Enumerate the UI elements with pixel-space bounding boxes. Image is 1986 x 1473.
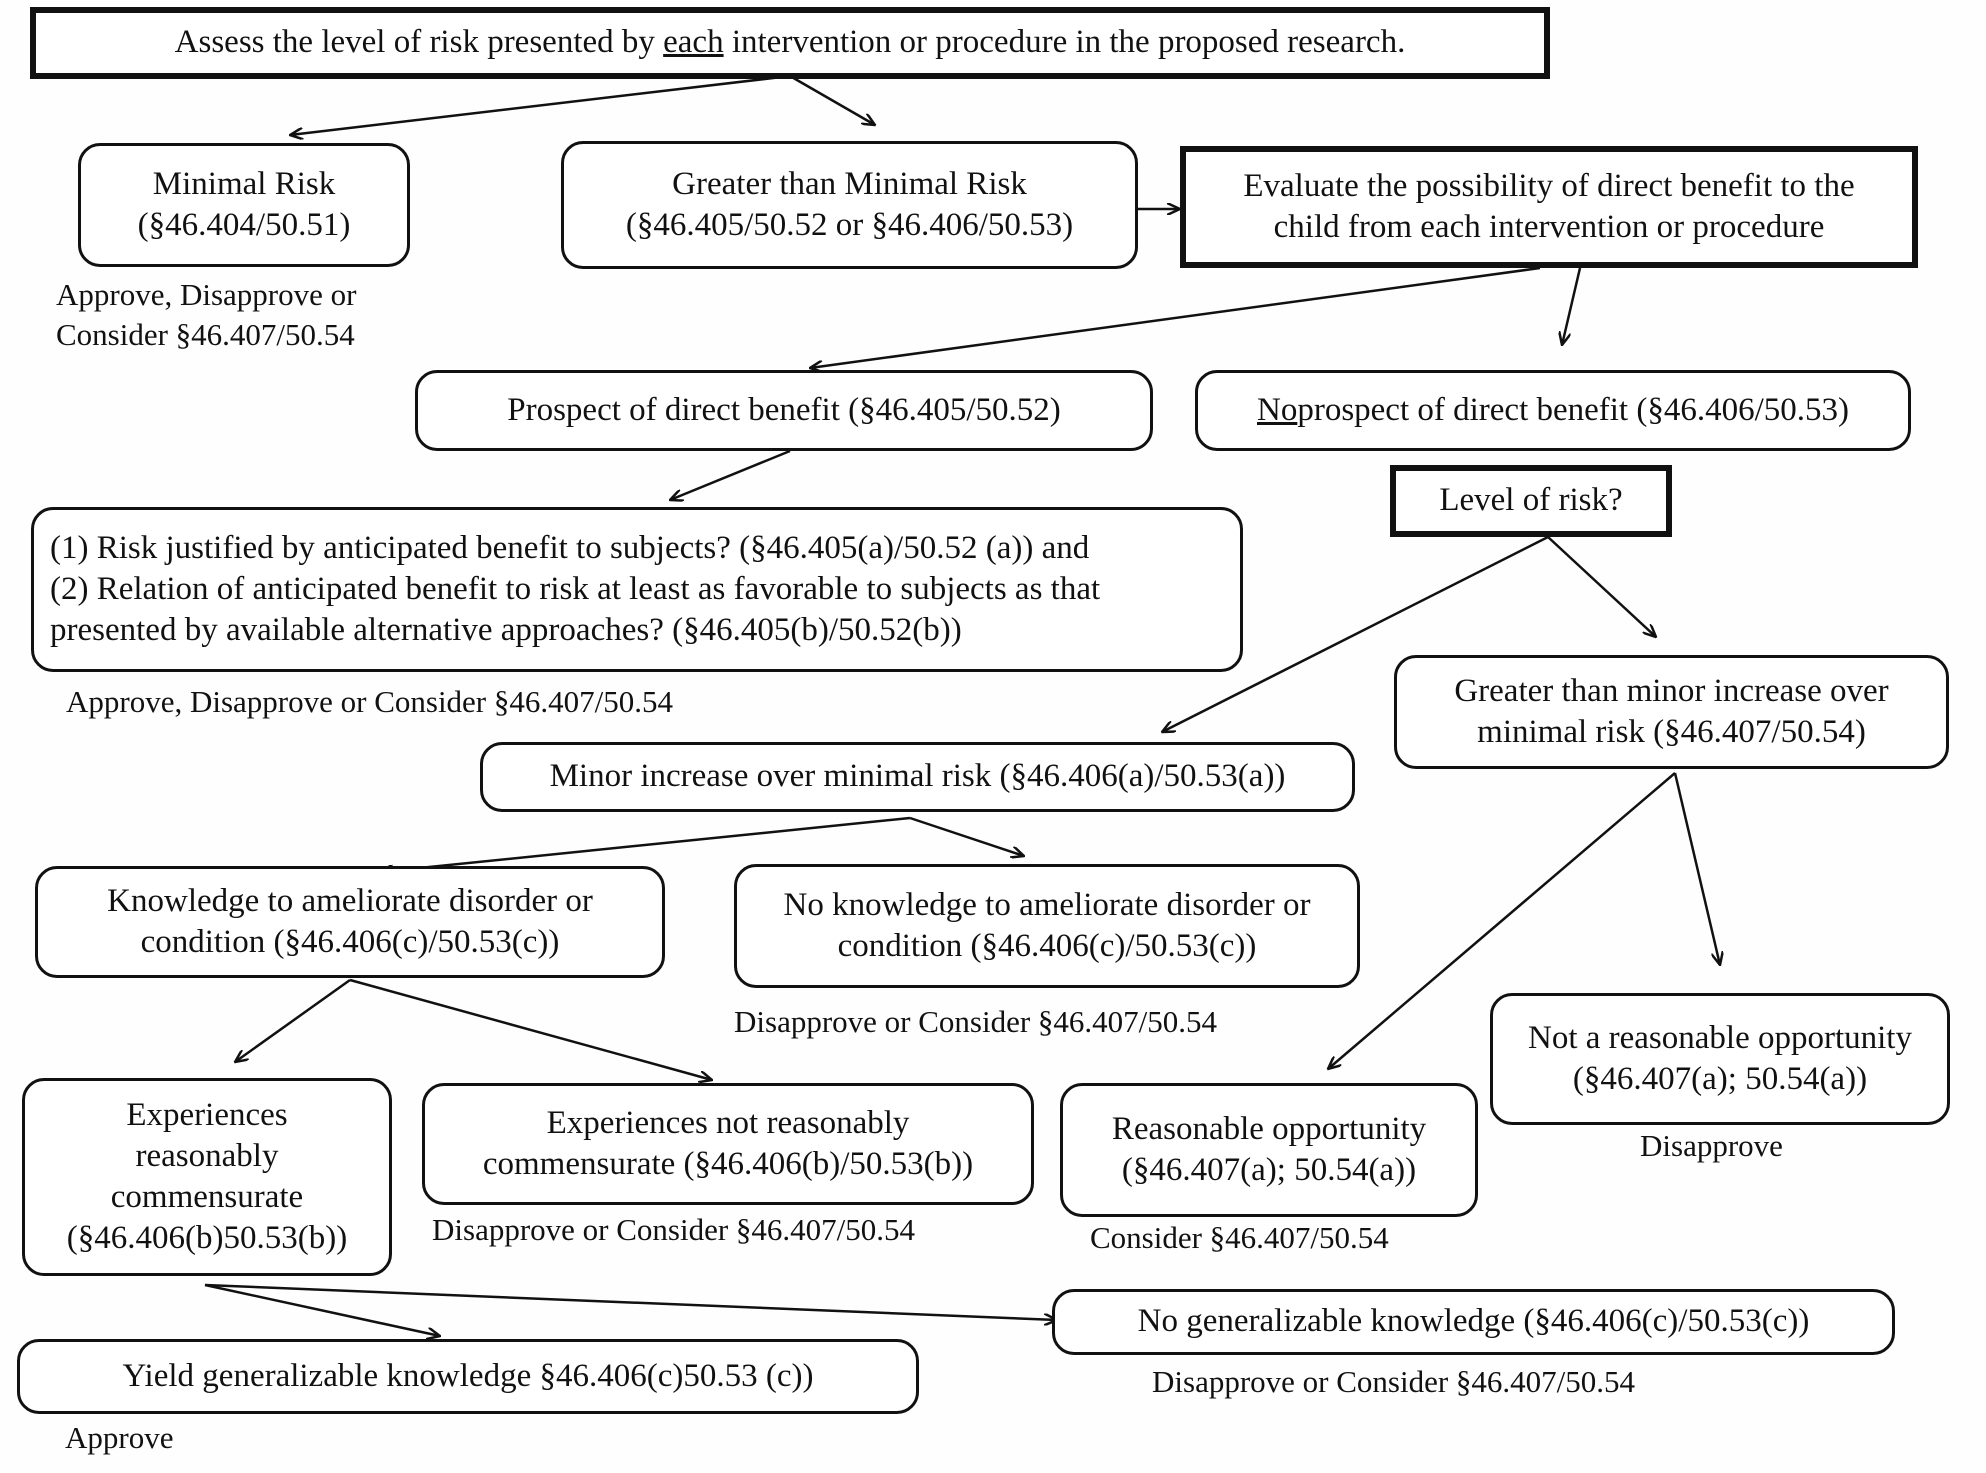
arrow-evaluate-to-no-prospect	[1562, 267, 1582, 345]
assess-text-pre: Assess the level of risk presented by	[174, 24, 664, 61]
no-prospect-box: Noprospect of direct benefit (§46.406/50…	[1195, 370, 1911, 451]
arrow-level-to-minor	[1162, 535, 1549, 732]
no-knowledge-ameliorate-box: No knowledge to ameliorate disorder or c…	[734, 864, 1360, 988]
arrow-commensurate-to-yield	[204, 1283, 440, 1336]
experiences-not-commensurate-outcome: Disapprove or Consider §46.407/50.54	[432, 1212, 916, 1247]
risk-justified-outcome: Approve, Disapprove or Consider §46.407/…	[66, 684, 673, 719]
reasonable-opportunity-label: Reasonable opportunity (§46.407(a); 50.5…	[1111, 1110, 1427, 1188]
arrow-greater-minor-to-reasonable	[1328, 772, 1676, 1069]
no-generalizable-label: No generalizable knowledge (§46.406(c)/5…	[1137, 1303, 1810, 1340]
no-generalizable-outcome: Disapprove or Consider §46.407/50.54	[1152, 1364, 1636, 1399]
no-prospect-text: prospect of direct benefit (§46.406/50.5…	[1297, 391, 1849, 428]
yield-generalizable-box: Yield generalizable knowledge §46.406(c)…	[17, 1339, 919, 1414]
greater-than-minimal-box: Greater than Minimal Risk (§46.405/50.52…	[561, 141, 1138, 269]
greater-than-minor-label: Greater than minor increase over minimal…	[1454, 672, 1889, 750]
assess-risk-box: Assess the level of risk presented by ea…	[30, 7, 1550, 79]
assess-text-post: intervention or procedure in the propose…	[723, 24, 1406, 61]
arrow-commensurate-to-no-generalizable	[204, 1283, 1057, 1320]
knowledge-ameliorate-box: Knowledge to ameliorate disorder or cond…	[35, 866, 665, 978]
arrow-knowledge-to-commensurate	[235, 978, 351, 1062]
knowledge-ameliorate-label: Knowledge to ameliorate disorder or cond…	[107, 882, 593, 960]
risk-justified-label: (1) Risk justified by anticipated benefi…	[50, 529, 1101, 649]
no-knowledge-ameliorate-label: No knowledge to ameliorate disorder or c…	[783, 886, 1311, 964]
minimal-risk-label: Minimal Risk (§46.404/50.51)	[137, 165, 351, 243]
no-generalizable-box: No generalizable knowledge (§46.406(c)/5…	[1052, 1289, 1895, 1355]
risk-justified-box: (1) Risk justified by anticipated benefi…	[31, 507, 1243, 672]
level-of-risk-label: Level of risk?	[1439, 482, 1623, 519]
arrow-level-to-greater-minor	[1547, 536, 1656, 637]
arrow-knowledge-to-not-commensurate	[349, 978, 712, 1080]
not-reasonable-opportunity-label: Not a reasonable opportunity (§46.407(a)…	[1528, 1019, 1912, 1097]
greater-than-minor-box: Greater than minor increase over minimal…	[1394, 655, 1949, 769]
arrow-greater-minor-to-not-reasonable	[1673, 772, 1720, 965]
no-knowledge-outcome: Disapprove or Consider §46.407/50.54	[734, 1004, 1218, 1039]
reasonable-opportunity-box: Reasonable opportunity (§46.407(a); 50.5…	[1060, 1083, 1478, 1217]
prospect-benefit-box: Prospect of direct benefit (§46.405/50.5…	[415, 370, 1153, 451]
arrow-minor-to-knowledge	[380, 816, 911, 872]
experiences-not-commensurate-label: Experiences not reasonably commensurate …	[482, 1104, 974, 1182]
evaluate-benefit-label: Evaluate the possibility of direct benef…	[1243, 167, 1855, 245]
experiences-commensurate-label: Experiences reasonably commensurate (§46…	[66, 1096, 348, 1257]
minor-increase-box: Minor increase over minimal risk (§46.40…	[480, 742, 1355, 812]
arrow-evaluate-to-prospect	[810, 266, 1541, 368]
minimal-risk-box: Minimal Risk (§46.404/50.51)	[78, 143, 410, 267]
not-reasonable-opportunity-box: Not a reasonable opportunity (§46.407(a)…	[1490, 993, 1950, 1125]
reasonable-opportunity-outcome: Consider §46.407/50.54	[1090, 1220, 1389, 1255]
no-prospect-emph: No	[1256, 391, 1298, 428]
level-of-risk-box: Level of risk?	[1390, 465, 1672, 537]
assess-text-each: each	[663, 24, 724, 61]
minor-increase-label: Minor increase over minimal risk (§46.40…	[549, 758, 1286, 795]
yield-generalizable-label: Yield generalizable knowledge §46.406(c)…	[122, 1357, 814, 1394]
evaluate-benefit-box: Evaluate the possibility of direct benef…	[1180, 146, 1918, 268]
arrow-minor-to-no-knowledge	[909, 816, 1024, 856]
arrow-assess-to-greater	[789, 74, 875, 125]
experiences-not-commensurate-box: Experiences not reasonably commensurate …	[422, 1083, 1034, 1205]
prospect-benefit-label: Prospect of direct benefit (§46.405/50.5…	[507, 391, 1061, 428]
not-reasonable-opportunity-outcome: Disapprove	[1640, 1128, 1783, 1163]
arrow-prospect-to-risk-justified	[670, 449, 791, 500]
minimal-risk-outcome: Approve, Disapprove or Consider §46.407/…	[56, 277, 357, 352]
yield-generalizable-outcome: Approve	[65, 1420, 174, 1455]
experiences-commensurate-box: Experiences reasonably commensurate (§46…	[22, 1078, 392, 1276]
greater-than-minimal-label: Greater than Minimal Risk (§46.405/50.52…	[625, 165, 1074, 243]
arrow-assess-to-minimal	[290, 74, 791, 135]
